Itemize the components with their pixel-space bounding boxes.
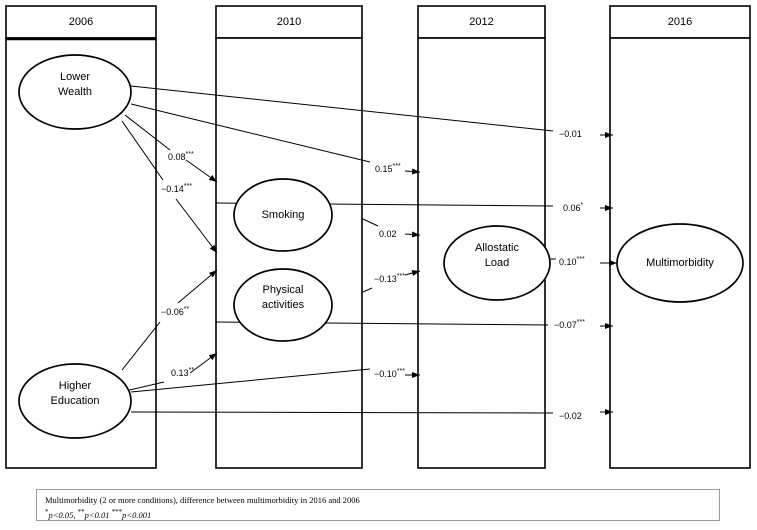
node-ellipses [18,54,744,439]
footnote-line-1: Multimorbidity (2 or more conditions), d… [45,495,360,505]
coef-label-physical-to-allostatic: −0.13*** [374,273,405,284]
arrow-smoking-to-allostatic-head [404,231,421,238]
arrow-wealth-to-smoking-head [185,159,218,183]
node-label-lower-wealth-line2: Wealth [57,86,93,98]
footnote-box: Multimorbidity (2 or more conditions), d… [36,489,720,521]
arrow-physical-to-allostatic [362,287,373,293]
coef-value: −0.02 [559,411,582,421]
node-smoking [233,178,333,252]
coef-value: −0.14 [161,184,184,194]
footnote-line-2: *p<0.05, **p<0.01 ***p<0.001 [45,506,711,521]
node-allostatic-load [443,225,551,301]
footnote-star-1: * [45,508,49,516]
arrow-wealth-to-multimorbidity [130,85,554,132]
arrow-wealth-to-physical [121,120,164,181]
coef-stars: *** [183,183,192,190]
coef-label-wealth-to-physical: −0.14*** [161,183,192,194]
path-arrows [116,85,617,415]
coef-value: 0.08 [168,152,186,162]
column-header-2010-label: 2010 [276,16,302,28]
arrow-physical-to-allostatic-head [404,270,421,276]
node-label-allostatic-load-line2: Load [484,257,510,269]
node-physical-activities [233,268,333,342]
coef-label-smoking-to-allostatic: 0.02 [379,228,397,239]
coef-value: 0.06 [563,203,581,213]
node-label-physical-activities-line1: Physical [262,284,304,296]
node-label-higher-education: Higher Education [19,379,131,409]
arrow-wealth-to-allostatic [130,103,371,163]
coef-label-education-to-allostatic: −0.10*** [374,368,405,379]
arrow-education-to-smoking [121,321,161,371]
coef-label-education-to-physical: 0.13** [171,367,194,378]
arrow-smoking-to-allostatic [362,218,379,227]
column-header-2016-label: 2016 [667,16,693,28]
coef-value: 0.10 [559,257,577,267]
coef-stars: *** [392,163,401,170]
coef-label-education-to-multimorbidity: −0.02 [559,410,582,421]
node-label-allostatic-load-line1: Allostatic [474,242,520,254]
node-label-higher-education-line1: Higher [58,380,92,392]
column-header-2012-label: 2012 [469,16,494,28]
coef-value: 0.13 [171,368,189,378]
coef-stars: *** [396,273,405,280]
node-higher-education [18,363,132,439]
column-header-2012: 2012 [418,6,545,38]
coef-stars: *** [576,319,585,326]
coef-value: −0.10 [374,369,397,379]
coef-value: −0.06 [161,307,184,317]
node-label-multimorbidity-line1: Multimorbidity [646,257,714,269]
footnote-star-2: ** [77,508,85,516]
column-header-2010: 2010 [216,6,362,38]
coef-stars: *** [396,368,405,375]
coef-label-education-to-smoking: −0.06** [161,306,189,317]
node-lower-wealth [18,54,132,130]
node-label-lower-wealth: Lower Wealth [19,70,131,100]
node-label-smoking: Smoking [234,208,332,223]
coef-label-smoking-to-multimorbidity: 0.06* [563,202,583,213]
coef-value: 0.15 [375,164,393,174]
arrow-wealth-to-physical-head [175,198,218,254]
coef-stars: *** [576,256,585,263]
footnote-star-3: *** [111,508,123,516]
coef-label-physical-to-multimorbidity: −0.07*** [554,319,585,330]
coef-label-wealth-to-smoking: 0.08*** [168,151,194,162]
footnote-p-2: p<0.01 [84,509,110,520]
coef-stars: * [580,202,584,209]
coef-value: 0.02 [379,229,397,239]
node-label-smoking-line1: Smoking [261,209,305,221]
node-label-allostatic-load: Allostatic Load [444,241,550,271]
coef-value: −0.07 [554,320,577,330]
coef-stars: *** [185,151,194,158]
coef-value: −0.01 [559,129,582,139]
node-label-higher-education-line2: Education [50,395,100,407]
arrow-education-to-smoking-head [177,269,218,304]
coef-label-allostatic-to-multimorbidity: 0.10*** [559,256,585,267]
column-header-2006: 2006 [6,6,156,38]
node-label-lower-wealth-line1: Lower [60,71,90,83]
footnote-p-1: p<0.05, [48,509,76,520]
coef-stars: ** [183,306,190,313]
node-multimorbidity [616,223,744,303]
node-label-physical-activities: Physical activities [234,283,332,313]
arrow-education-to-physical-head [189,352,218,374]
coef-label-wealth-to-multimorbidity: −0.01 [559,128,582,139]
column-header-2006-label: 2006 [68,16,94,28]
column-header-2016: 2016 [610,6,750,38]
arrow-wealth-to-allostatic-head [404,168,421,175]
footnote-p-3: p<0.001 [122,509,152,520]
arrow-education-to-allostatic [130,368,371,393]
coef-stars: ** [188,367,194,374]
node-label-physical-activities-line2: activities [261,299,305,311]
node-label-multimorbidity: Multimorbidity [617,256,743,271]
column-2010 [215,5,363,469]
arrow-education-to-multimorbidity [130,411,554,414]
arrow-wealth-to-smoking [124,114,171,151]
coef-value: −0.13 [374,274,397,284]
coef-label-wealth-to-allostatic: 0.15*** [375,163,401,174]
